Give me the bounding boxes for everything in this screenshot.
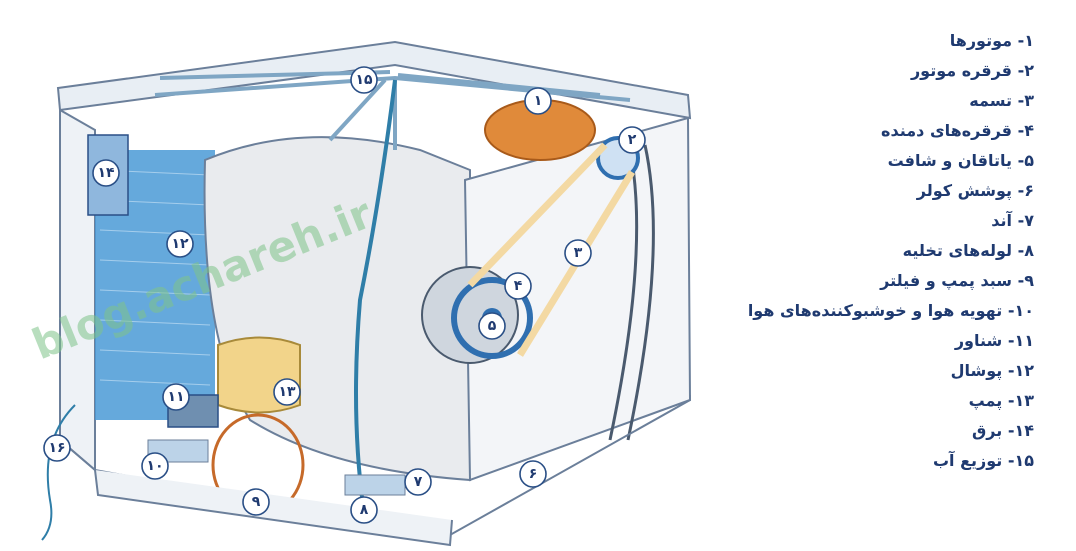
svg-text:۱۴: ۱۴	[97, 165, 115, 181]
supply-pipe	[354, 79, 397, 521]
callout-11: ۱۱	[162, 383, 190, 411]
legend-item: ۷- آند	[991, 211, 1034, 230]
svg-text:۹: ۹	[252, 494, 261, 510]
blower-pulley	[451, 277, 533, 359]
svg-text:۳: ۳	[574, 245, 583, 261]
callout-4: ۴	[504, 272, 532, 300]
legend-item: ۹- سبد پمپ و فیلتر	[880, 271, 1034, 290]
callout-10: ۱۰	[141, 452, 169, 480]
svg-text:۸: ۸	[360, 502, 369, 518]
svg-text:۱: ۱	[534, 93, 543, 109]
callout-13: ۱۳	[273, 378, 301, 406]
legend-item: ۳- تسمه	[969, 91, 1034, 110]
side-louvers	[608, 144, 655, 441]
tray-bottom	[94, 469, 453, 547]
callout-14: ۱۴	[92, 159, 120, 187]
callout-8: ۸	[350, 496, 378, 524]
legend-item: ۱۴- برق	[971, 421, 1034, 440]
legend-item: ۱- موتورها	[949, 31, 1034, 50]
svg-text:۲: ۲	[628, 132, 637, 148]
callout-12: ۱۲	[166, 230, 194, 258]
legend-item: ۲- قرقره موتور	[910, 61, 1034, 80]
svg-text:۱۰: ۱۰	[146, 458, 163, 474]
power-cord	[41, 404, 76, 541]
legend-item: ۸- لوله‌های تخلیه	[902, 241, 1034, 260]
svg-text:۱۱: ۱۱	[167, 389, 184, 405]
callout-3: ۳	[564, 239, 592, 267]
cooling-pad-texture	[99, 169, 211, 386]
svg-text:۶: ۶	[529, 466, 538, 482]
legend-item: ۴- قرقره‌های دمنده	[881, 121, 1034, 140]
svg-text:۴: ۴	[514, 278, 523, 294]
legend-item: ۶- پوشش کولر	[916, 181, 1034, 200]
svg-text:۵: ۵	[488, 318, 497, 334]
svg-text:۱۳: ۱۳	[278, 384, 296, 400]
callout-7: ۷	[404, 468, 432, 496]
callout-5: ۵	[478, 312, 506, 340]
callout-9: ۹	[242, 488, 270, 516]
callout-16: ۱۶	[43, 434, 71, 462]
legend-item: ۱۲- پوشال	[950, 361, 1034, 380]
callout-2: ۲	[618, 126, 646, 154]
parts-legend: ۱- موتورها ۲- قرقره موتور ۳- تسمه ۴- قرق…	[674, 26, 1034, 476]
legend-item: ۱۰- تهویه هوا و خوشبوکننده‌های هوا	[747, 301, 1034, 320]
callout-6: ۶	[519, 460, 547, 488]
water-distribution-pipes	[154, 70, 631, 150]
legend-item: ۱۵- توزیع آب	[932, 451, 1034, 470]
callout-1: ۱	[524, 87, 552, 115]
svg-text:۷: ۷	[414, 474, 423, 490]
legend-item: ۵- یاتاقان و شافت	[887, 151, 1034, 170]
svg-text:۱۲: ۱۲	[171, 236, 189, 252]
evaporative-cooler-diagram: blog.achareh.ir ۱ ۲ ۳ ۴ ۵ ۶ ۷ ۸ ۹ ۱۰ ۱۱ …	[25, 40, 692, 547]
svg-text:۱۵: ۱۵	[355, 72, 373, 88]
svg-text:۱۶: ۱۶	[48, 440, 65, 456]
legend-item: ۱۳- پمپ	[968, 391, 1034, 410]
anode	[344, 474, 406, 496]
legend-item: ۱۱- شناور	[954, 331, 1034, 350]
callout-15: ۱۵	[350, 66, 378, 94]
